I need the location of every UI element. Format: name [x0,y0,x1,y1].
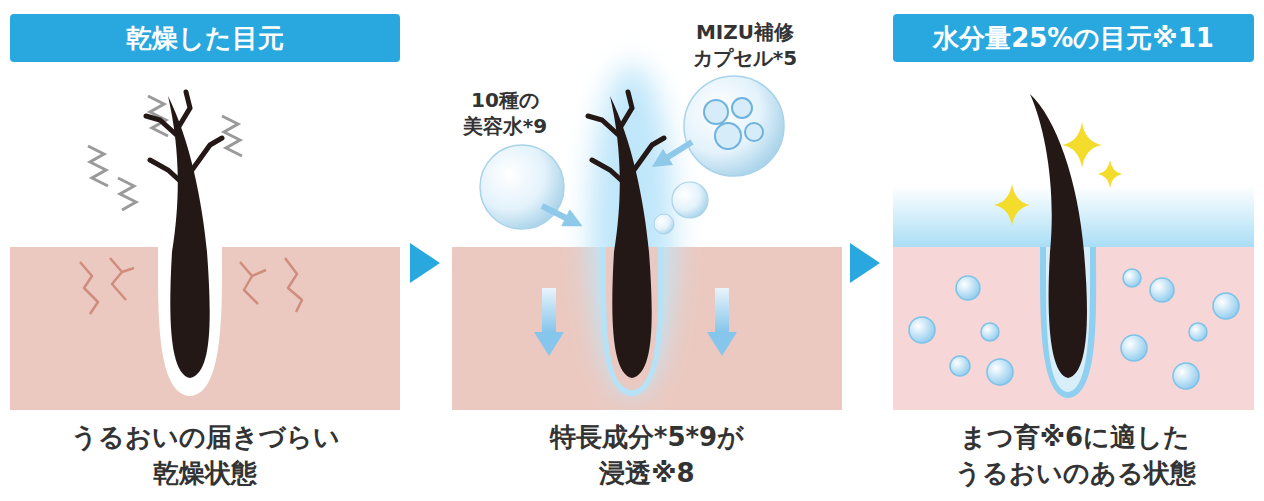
split-ends [146,92,222,190]
moisture-bubbles [909,269,1239,389]
hair-shaft [168,96,210,378]
header-text: 水分量25%の目元※11 [933,21,1214,56]
split-end [634,138,664,170]
bubble [981,323,999,341]
capsule [684,76,784,176]
arrow-head [534,332,564,356]
crack [240,262,258,304]
mizu-capsule [684,76,784,176]
header-box: 水分量25%の目元※11 [893,14,1254,62]
flow-arrow [542,206,574,222]
step-arrow [410,243,440,283]
split-ends [588,92,664,190]
small-bubble [654,214,674,234]
treated-hair [588,92,664,378]
header-text: 乾燥した目元 [126,21,284,56]
sparkle [1098,160,1122,188]
bubble [1121,335,1147,361]
dry-hair [146,92,222,378]
dry-marks [88,96,242,210]
arrow-stem [715,288,729,332]
penetration-arrows [534,288,737,356]
sparkle [994,184,1030,226]
bubble [1173,363,1199,389]
sparkle [1062,122,1102,168]
ingredient-label: MIZU補修 カプセル*5 [691,20,800,71]
split-end [192,138,222,170]
capsule-core [715,123,741,149]
bubble [1189,323,1207,341]
bubble [987,359,1013,385]
state-caption: うるおいの届きづらい 乾燥状態 [69,420,342,492]
ingredient-label: 10種の 美容水*9 [461,88,550,139]
crack [252,270,266,276]
split-end [592,160,632,190]
split-end [620,92,632,128]
bubble [1150,278,1174,302]
crack [80,262,98,314]
bubble [950,356,970,376]
hair-shaft [610,96,652,378]
zigzag [222,116,242,156]
glow [590,65,674,395]
crack [110,258,126,300]
bubble [956,276,980,300]
arrow-head [707,332,737,356]
split-end [178,92,190,128]
split-end [150,160,190,190]
bubble [1123,269,1141,287]
flow-arrow [660,142,692,162]
arrow-stem [542,288,556,332]
capsule-core [745,123,763,141]
header-box: 乾燥した目元 [10,14,400,62]
zigzag [118,178,136,210]
crack [122,268,134,272]
step-arrow [850,243,880,283]
small-bubble [672,182,708,218]
zigzag [88,146,108,186]
beauty-water-bubble [480,145,564,229]
crack [285,258,302,312]
bubble [1213,293,1239,319]
capsule-core [732,98,752,118]
capsule-core [704,100,728,124]
state-caption: 特長成分*5*9が 浸透※8 [548,420,747,492]
bubble [909,317,935,343]
state-caption: まつ育※6に適した うるおいのある状態 [953,420,1198,492]
sparkles [994,122,1122,226]
